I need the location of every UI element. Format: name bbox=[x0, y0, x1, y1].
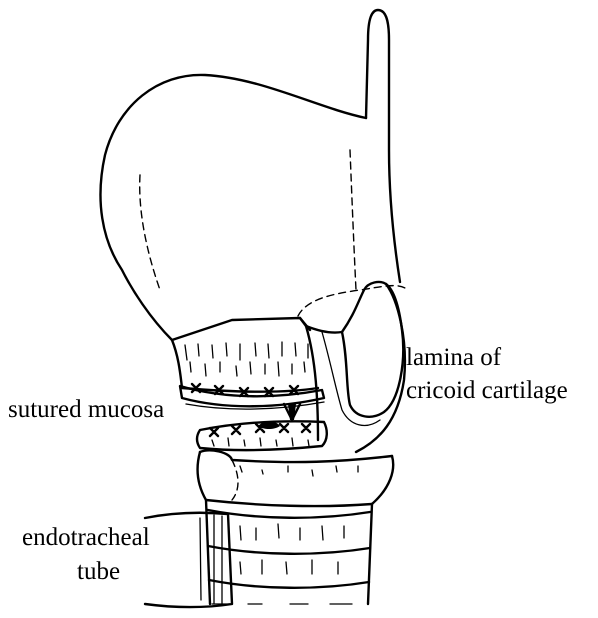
endotracheal-tube bbox=[145, 513, 232, 607]
sutured-mucosa-label: sutured mucosa bbox=[8, 395, 164, 425]
upper-mucosa bbox=[172, 340, 324, 406]
lamina-of-cricoid-label-line1: lamina of bbox=[406, 343, 501, 373]
cricoid-ring bbox=[198, 450, 394, 506]
cricoid-lamina bbox=[300, 282, 405, 452]
lower-mucosa bbox=[197, 421, 327, 450]
epiglottis bbox=[366, 10, 400, 282]
resection-gap bbox=[186, 402, 324, 420]
endotracheal-tube-label-line2: tube bbox=[77, 557, 120, 587]
endotracheal-tube-label-line1: endotracheal bbox=[22, 523, 150, 553]
lamina-of-cricoid-label-line2: cricoid cartilage bbox=[406, 376, 568, 406]
thyroid-cartilage bbox=[100, 75, 366, 340]
